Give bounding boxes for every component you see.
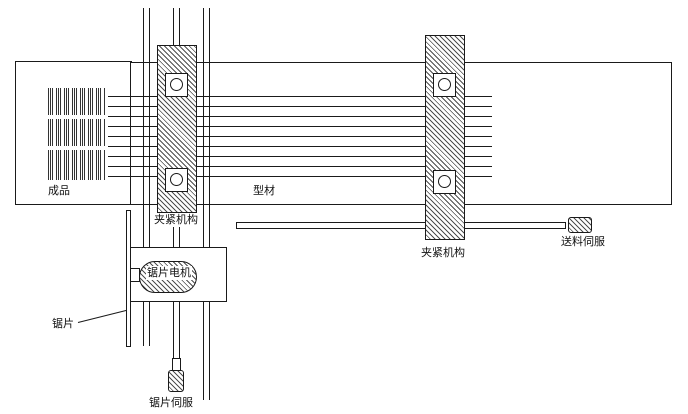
clamp-right-roller-top (438, 78, 451, 91)
profile-line (108, 126, 492, 127)
profile-line (108, 176, 492, 177)
saw-servo-block (168, 370, 184, 392)
saw-blade (126, 210, 131, 347)
clamp-mechanism-right (425, 35, 465, 240)
label-saw-blade: 锯片 (52, 318, 74, 330)
label-saw-motor: 锯片电机 (146, 266, 192, 280)
profile-line (108, 116, 492, 117)
guide-rail-right (203, 8, 210, 400)
label-clamp-right: 夹紧机构 (420, 246, 466, 260)
stack-row-gap (46, 146, 107, 150)
profile-line (108, 136, 492, 137)
label-finished-product: 成品 (48, 185, 70, 197)
clamp-left-roller-top (170, 78, 183, 91)
label-profile: 型材 (253, 185, 275, 197)
profile-line (108, 146, 492, 147)
main-table (130, 62, 672, 205)
guide-rail-left (143, 8, 150, 346)
feed-servo-block (568, 217, 592, 233)
finished-product-stack (48, 88, 105, 180)
label-saw-servo: 锯片伺服 (148, 396, 194, 410)
profile-line (108, 96, 492, 97)
clamp-left-roller-bottom (170, 173, 183, 186)
clamp-right-roller-bottom (438, 175, 451, 188)
feed-rod (236, 222, 566, 229)
label-feed-servo: 送料伺服 (560, 235, 606, 249)
saw-blade-leader-line (77, 309, 127, 323)
stack-row-gap (46, 115, 107, 119)
profile-line (108, 166, 492, 167)
label-clamp-left: 夹紧机构 (153, 213, 199, 227)
profile-line (108, 156, 492, 157)
profile-line (108, 106, 492, 107)
